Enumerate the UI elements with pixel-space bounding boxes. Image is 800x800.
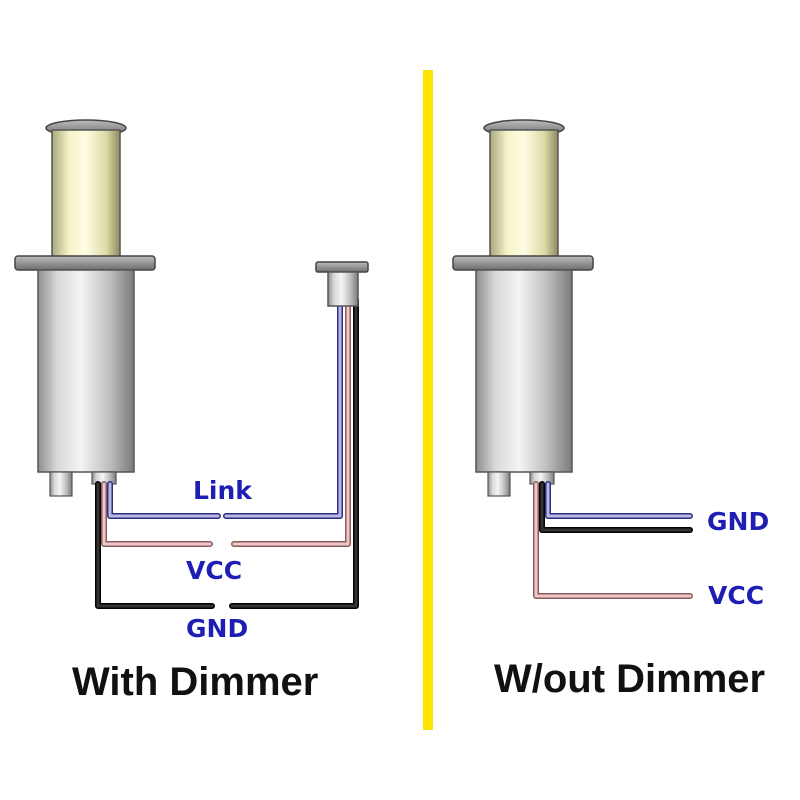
- right-light-fixture: [452, 119, 594, 497]
- right-pin: [487, 471, 511, 497]
- right-gnd-label: GND: [707, 507, 770, 536]
- right-gnd-wire-outline: [539, 481, 693, 533]
- right-link-wire-outline: [545, 481, 693, 519]
- panel-divider: [423, 70, 433, 730]
- left-light-fixture: [14, 119, 156, 497]
- right-vcc-label: VCC: [708, 581, 765, 610]
- left-vcc-wire: [102, 298, 350, 546]
- left-flange: [14, 255, 156, 271]
- right-gnd-wire: [540, 482, 692, 532]
- left-bulb: [51, 129, 121, 259]
- dimmer-connector-body: [327, 271, 359, 307]
- left-gnd-label: GND: [186, 614, 249, 643]
- left-link-label: Link: [193, 476, 252, 505]
- right-vcc-wire: [534, 482, 692, 598]
- left-vcc-label: VCC: [186, 556, 243, 585]
- dimmer-connector: [315, 261, 369, 307]
- right-panel-caption: W/out Dimmer: [494, 657, 766, 701]
- left-link-wire: [108, 298, 342, 518]
- left-panel-caption: With Dimmer: [72, 660, 319, 704]
- left-body: [37, 269, 135, 473]
- left-gnd-wire: [96, 298, 358, 608]
- right-link-wire: [546, 482, 692, 518]
- right-body: [475, 269, 573, 473]
- right-flange: [452, 255, 594, 271]
- right-wiring: [533, 481, 693, 599]
- right-bulb: [489, 129, 559, 259]
- left-vcc-wire-outline: [101, 297, 351, 547]
- dimmer-connector-cap: [315, 261, 369, 273]
- right-vcc-wire-outline: [533, 481, 693, 599]
- left-wiring: [95, 297, 359, 609]
- left-pin: [49, 471, 73, 497]
